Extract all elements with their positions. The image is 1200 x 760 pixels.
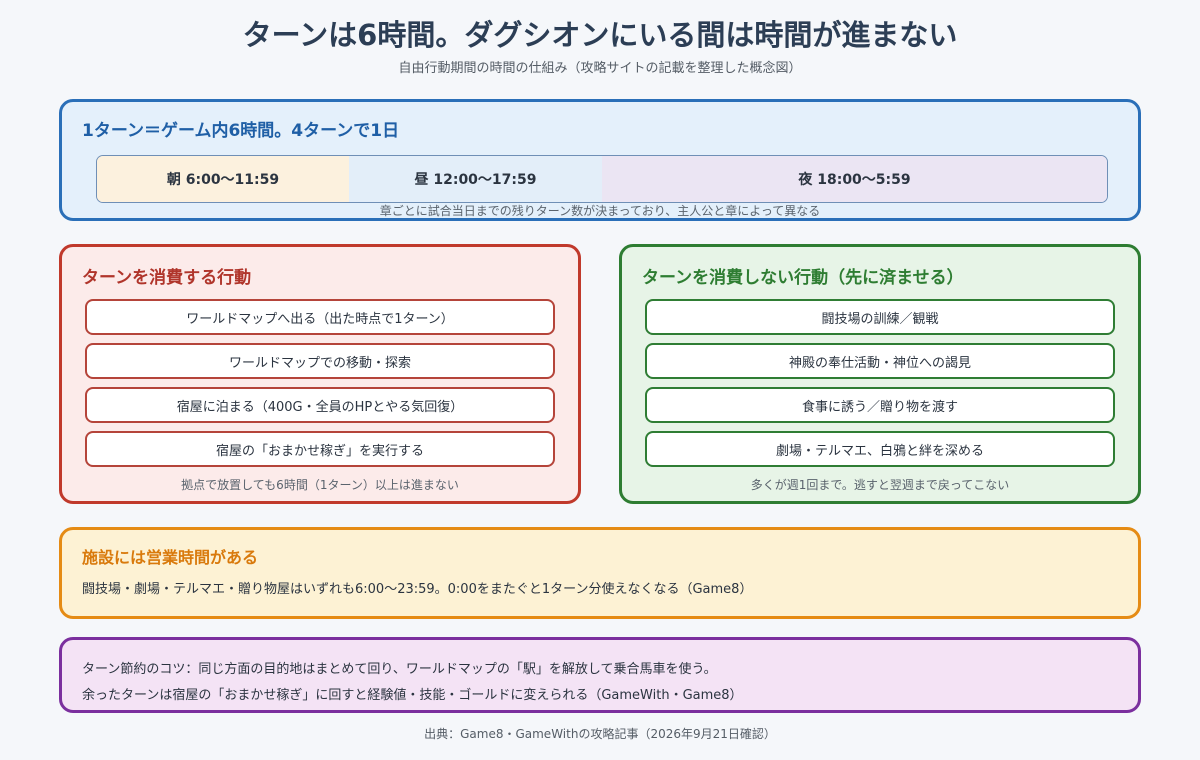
turn-note: 章ごとに試合当日までの残りターン数が決まっており、主人公と章によって異なる (379, 204, 821, 218)
nonconsume-panel: ターンを消費しない行動（先に済ませる） 闘技場の訓練／観戦 神殿の奉仕活動・神位… (619, 244, 1141, 504)
facility-hours-panel: 施設には営業時間がある 闘技場・劇場・テルマエ・贈り物屋はいずれも6:00〜23… (59, 527, 1141, 619)
consume-item: ワールドマップへ出る（出た時点で1ターン） (85, 299, 555, 335)
nonconsume-item: 闘技場の訓練／観戦 (645, 299, 1115, 335)
source-note: 出典：Game8・GameWithの攻略記事（2026年9月21日確認） (424, 727, 776, 741)
page-subtitle: 自由行動期間の時間の仕組み（攻略サイトの記載を整理した概念図） (398, 61, 802, 76)
consume-item: 宿屋の「おまかせ稼ぎ」を実行する (85, 431, 555, 467)
nonconsume-item: 神殿の奉仕活動・神位への謁見 (645, 343, 1115, 379)
time-of-day-bar: 朝 6:00〜11:59 昼 12:00〜17:59 夜 18:00〜5:59 (96, 155, 1108, 203)
nonconsume-panel-title: ターンを消費しない行動（先に済ませる） (642, 268, 964, 288)
segment-noon: 昼 12:00〜17:59 (349, 156, 602, 202)
consume-panel: ターンを消費する行動 ワールドマップへ出る（出た時点で1ターン） ワールドマップ… (59, 244, 581, 504)
turn-panel: 1ターン＝ゲーム内6時間。4ターンで1日 朝 6:00〜11:59 昼 12:0… (59, 99, 1141, 221)
consume-panel-title: ターンを消費する行動 (82, 268, 252, 288)
tip-line-1: ターン節約のコツ：同じ方面の目的地はまとめて回り、ワールドマップの「駅」を解放し… (82, 662, 717, 677)
nonconsume-item: 劇場・テルマエ、白鴉と絆を深める (645, 431, 1115, 467)
tips-panel: ターン節約のコツ：同じ方面の目的地はまとめて回り、ワールドマップの「駅」を解放し… (59, 637, 1141, 713)
facility-hours-text: 闘技場・劇場・テルマエ・贈り物屋はいずれも6:00〜23:59。0:00をまたぐ… (82, 582, 753, 597)
page-title: ターンは6時間。ダグシオンにいる間は時間が進まない (242, 18, 958, 52)
turn-panel-title: 1ターン＝ゲーム内6時間。4ターンで1日 (82, 121, 400, 141)
tip-line-2: 余ったターンは宿屋の「おまかせ稼ぎ」に回すと経験値・技能・ゴールドに変えられる（… (82, 688, 743, 703)
nonconsume-note: 多くが週1回まで。逃すと翌週まで戻ってこない (750, 478, 1010, 492)
consume-item: ワールドマップでの移動・探索 (85, 343, 555, 379)
consume-note: 拠点で放置しても6時間（1ターン）以上は進まない (181, 478, 459, 492)
nonconsume-item: 食事に誘う／贈り物を渡す (645, 387, 1115, 423)
segment-night: 夜 18:00〜5:59 (602, 156, 1107, 202)
consume-item: 宿屋に泊まる（400G・全員のHPとやる気回復） (85, 387, 555, 423)
segment-morning: 朝 6:00〜11:59 (97, 156, 349, 202)
facility-hours-title: 施設には営業時間がある (82, 548, 259, 567)
